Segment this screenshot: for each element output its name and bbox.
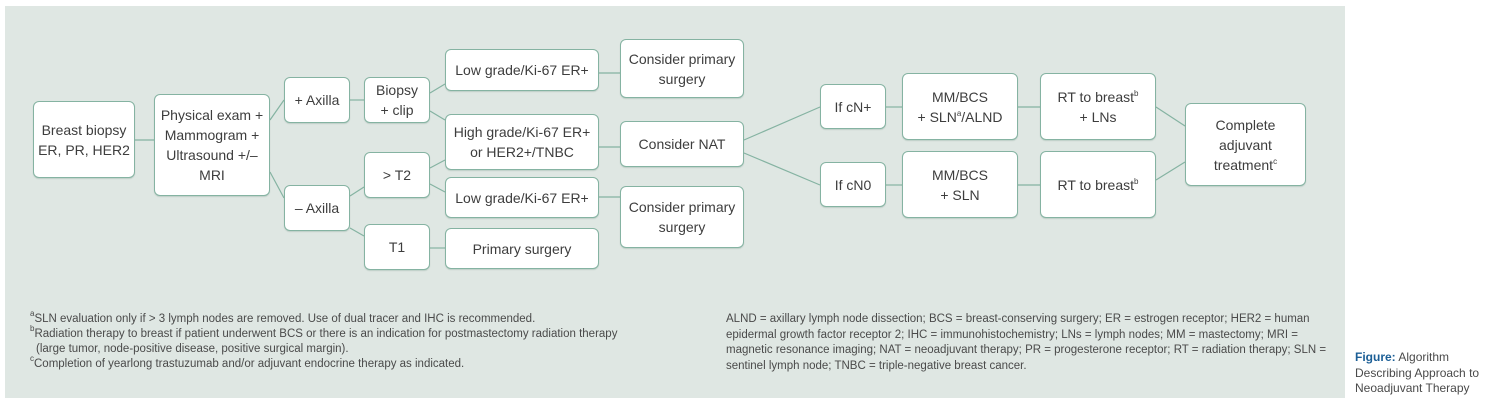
footnotes: aSLN evaluation only if > 3 lymph nodes …	[30, 309, 710, 372]
node-label-line: /ALND	[961, 108, 1003, 125]
node-primary-surgery: Primary surgery	[445, 228, 599, 269]
node-label: + Axilla	[294, 92, 340, 108]
node-label: Complete adjuvant treatmentc	[1214, 115, 1277, 175]
connector-clip-low1	[429, 83, 446, 94]
footnote-c: cCompletion of yearlong trastuzumab and/…	[30, 354, 710, 372]
node-label-line: RT to breast	[1057, 176, 1135, 193]
footnote-mark: b	[30, 324, 35, 333]
caption-label: Figure:	[1355, 350, 1396, 364]
footnote-mark: c	[30, 354, 34, 363]
node-label: > T2	[382, 167, 412, 183]
node-label: Low grade/Ki-67 ER+	[455, 62, 589, 78]
node-low-grade-1: Low grade/Ki-67 ER+	[445, 49, 599, 91]
node-label: RT to breastb	[1058, 175, 1139, 195]
node-plus-axilla: + Axilla	[284, 77, 350, 123]
node-physical-exam: Physical exam + Mammogram + Ultrasound +…	[154, 94, 270, 196]
node-minus-axilla: – Axilla	[284, 185, 350, 231]
footnote-text: Radiation therapy to breast if patient u…	[34, 328, 618, 340]
node-label-line: + LNs	[1079, 108, 1117, 125]
connector-rt2-complete	[1155, 161, 1186, 181]
connector-clip-high	[429, 110, 446, 121]
node-biopsy-clip: Biopsy + clip	[364, 77, 430, 123]
node-label: Physical exam + Mammogram + Ultrasound +…	[160, 107, 264, 183]
node-label-line: treatment	[1213, 156, 1274, 173]
node-rt-breast: RT to breastb	[1040, 151, 1156, 218]
node-label: MM/BCS + SLNa/ALND	[918, 87, 1003, 127]
node-label: Biopsy + clip	[375, 82, 419, 118]
connector-minus-axilla-t2	[349, 186, 365, 197]
abbreviations: ALND = axillary lymph node dissection; B…	[726, 313, 1327, 372]
node-high-grade: High grade/Ki-67 ER+ or HER2+/TNBC	[445, 114, 599, 170]
footnote-a: aSLN evaluation only if > 3 lymph nodes …	[30, 309, 710, 327]
node-label: Consider primary surgery	[628, 199, 736, 235]
node-complete-adjuvant: Complete adjuvant treatmentc	[1185, 103, 1306, 186]
footnote-text: SLN evaluation only if > 3 lymph nodes a…	[34, 313, 536, 325]
connector-exam-plus-axilla	[269, 99, 285, 121]
node-rt-breast-lns: RT to breastb + LNs	[1040, 73, 1156, 140]
node-label-line: Complete	[1215, 116, 1276, 133]
node-label: Primary surgery	[472, 240, 572, 257]
footnote-ref: b	[1134, 88, 1139, 98]
node-mm-bcs-sln: MM/BCS + SLN	[902, 151, 1018, 218]
figure-caption: Figure: Algorithm Describing Approach to…	[1355, 350, 1500, 397]
node-consider-primary-1: Consider primary surgery	[620, 39, 744, 98]
node-label-line: RT to breast	[1057, 88, 1135, 105]
node-label-line: + SLN	[917, 108, 957, 125]
node-label: Low grade/Ki-67 ER+	[455, 189, 589, 206]
footnote-mark: a	[30, 309, 35, 318]
node-mm-bcs-sln-alnd: MM/BCS + SLNa/ALND	[902, 73, 1018, 140]
connector-nat-cn0	[743, 152, 821, 186]
node-label: Consider NAT	[638, 136, 726, 152]
node-label-line: adjuvant	[1219, 136, 1272, 153]
footnote-text: Completion of yearlong trastuzumab and/o…	[34, 358, 465, 370]
node-label: RT to breastb + LNs	[1058, 87, 1139, 127]
node-label: High grade/Ki-67 ER+ or HER2+/TNBC	[453, 124, 591, 160]
node-if-cn0: If cN0	[820, 162, 886, 207]
footnote-b: bRadiation therapy to breast if patient …	[30, 324, 710, 342]
node-label: MM/BCS + SLN	[932, 166, 988, 203]
connector-exam-minus-axilla	[269, 171, 285, 199]
node-low-grade-2: Low grade/Ki-67 ER+	[445, 177, 599, 218]
node-label: T1	[388, 239, 406, 255]
node-t1: T1	[364, 224, 430, 270]
node-label: If cN0	[834, 176, 872, 193]
node-label: – Axilla	[294, 200, 340, 216]
footnote-ref: b	[1134, 176, 1139, 186]
footnote-ref: c	[1273, 156, 1278, 166]
connector-t2-low2	[429, 183, 446, 193]
node-label-line: MM/BCS	[932, 88, 988, 105]
node-gt-t2: > T2	[364, 152, 430, 198]
node-consider-nat: Consider NAT	[620, 121, 744, 167]
node-consider-primary-2: Consider primary surgery	[620, 186, 744, 248]
node-label: Consider primary surgery	[628, 50, 736, 87]
footnote-ref: a	[956, 108, 962, 118]
connector-nat-cnpos	[743, 106, 821, 141]
connector-minus-axilla-t1	[349, 227, 365, 237]
footnote-b-continued: (large tumor, node-positive disease, pos…	[36, 343, 349, 355]
node-breast-biopsy: Breast biopsy ER, PR, HER2	[33, 101, 135, 178]
node-label: Breast biopsy ER, PR, HER2	[38, 121, 130, 158]
node-label: If cN+	[834, 98, 872, 115]
caption-text: Algorithm Describing Approach to Neoadju…	[1355, 350, 1480, 395]
node-if-cn-positive: If cN+	[820, 84, 886, 129]
connector-rt1-complete	[1155, 106, 1186, 127]
connector-t2-high	[429, 159, 446, 169]
